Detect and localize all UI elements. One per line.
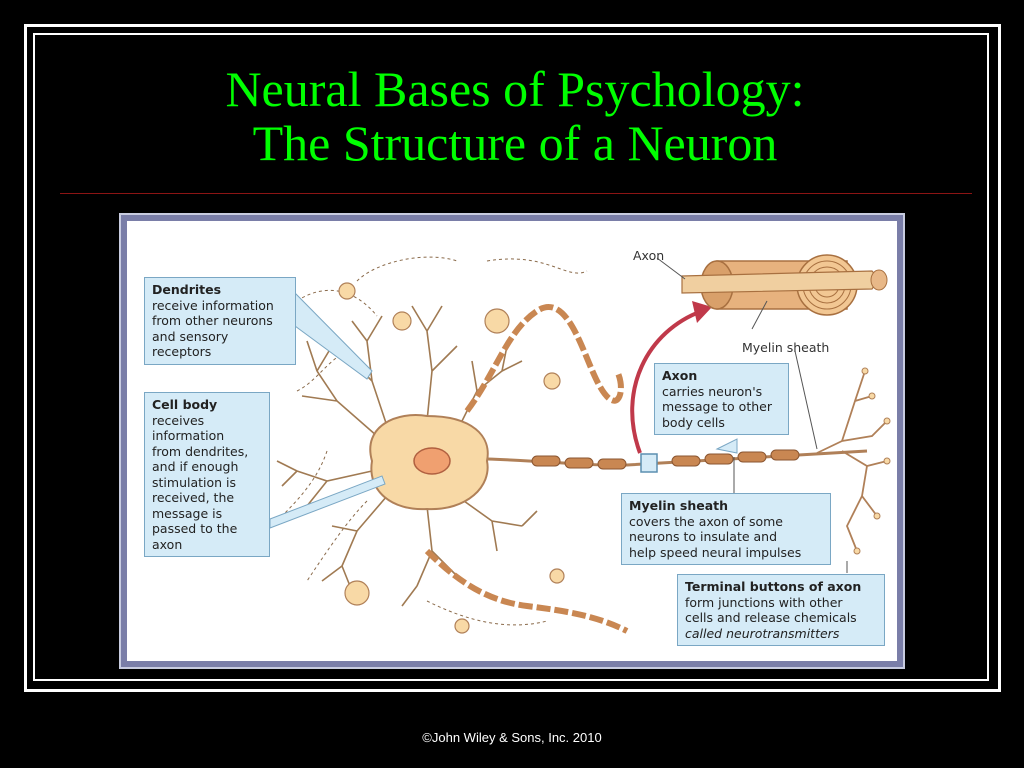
callout-cell-body-line: axon <box>152 536 183 552</box>
neighbor-neurons <box>338 282 565 634</box>
title-divider <box>60 193 972 194</box>
callout-myelin-line: neurons to insulate and <box>629 529 778 544</box>
callout-axon-line: body cells <box>662 414 725 430</box>
zoom-arrow <box>630 309 703 454</box>
callout-pointers <box>269 291 738 529</box>
callout-cell-body-line: receives <box>152 412 205 428</box>
neuron-illustration <box>269 254 891 634</box>
callout-myelin-heading: Myelin sheath <box>629 498 729 513</box>
callout-axon-line: carries neuron's <box>662 383 763 399</box>
callout-dendrites-line: receive information <box>152 297 274 313</box>
slide-title: Neural Bases of Psychology: The Structur… <box>60 62 970 170</box>
neuron-figure: Axon Myelin sheath Dendrites receive inf… <box>127 221 897 661</box>
callout-axon-line: message to other <box>662 399 772 414</box>
callout-cell-body-line: passed to the <box>152 521 238 536</box>
callout-dendrites-line: receptors <box>152 344 212 359</box>
zoom-arrow-head <box>692 301 712 323</box>
slide-outer-frame <box>24 24 1001 692</box>
myelin-sheath-label: Myelin sheath <box>742 340 830 355</box>
nucleus <box>413 447 451 475</box>
terminal-buttons <box>853 367 891 555</box>
callout-terminal-heading: Terminal buttons of axon <box>685 579 862 594</box>
lower-axon <box>424 548 629 634</box>
callout-cell-body-line: information <box>152 428 225 443</box>
label-leaders <box>656 257 848 573</box>
callout-dendrites: Dendrites receive information from other… <box>144 277 296 365</box>
title-line-1: Neural Bases of Psychology: <box>225 61 805 117</box>
callout-cell-body-line: message is <box>152 505 223 521</box>
callout-cell-body-line: from dendrites, <box>152 443 249 459</box>
title-line-2: The Structure of a Neuron <box>252 115 778 171</box>
myelin-segments <box>531 449 800 470</box>
callout-dendrites-line: and sensory <box>152 328 229 344</box>
callout-axon-heading: Axon <box>662 368 698 383</box>
callout-myelin-line: help speed neural impulses <box>629 544 802 560</box>
callout-cell-body: Cell body receives information from dend… <box>144 392 270 557</box>
callout-myelin-line: covers the axon of some <box>629 513 783 529</box>
callout-cell-body-line: stimulation is <box>152 474 237 490</box>
axon-closeup <box>681 254 888 316</box>
callout-cell-body-line: and if enough <box>152 459 239 474</box>
callout-dendrites-heading: Dendrites <box>152 282 222 297</box>
dendrite-branches <box>276 305 538 607</box>
callout-myelin-sheath: Myelin sheath covers the axon of some ne… <box>621 493 831 565</box>
callout-terminal-line: called neurotransmitters <box>685 625 840 641</box>
secondary-axon <box>464 304 624 413</box>
copyright-footer: ©John Wiley & Sons, Inc. 2010 <box>422 730 602 745</box>
callout-cell-body-line: received, the <box>152 490 235 505</box>
callout-terminal-buttons: Terminal buttons of axon form junctions … <box>677 574 885 646</box>
callout-dendrites-line: from other neurons <box>152 313 273 328</box>
callout-cell-body-heading: Cell body <box>152 397 218 412</box>
callout-axon: Axon carries neuron's message to other b… <box>654 363 789 435</box>
callout-terminal-line: form junctions with other <box>685 594 843 610</box>
callout-terminal-line: cells and release chemicals <box>685 610 857 625</box>
axon-magnify-marker <box>640 453 658 473</box>
slide-inner-frame <box>33 33 989 681</box>
axon-label: Axon <box>633 248 665 263</box>
